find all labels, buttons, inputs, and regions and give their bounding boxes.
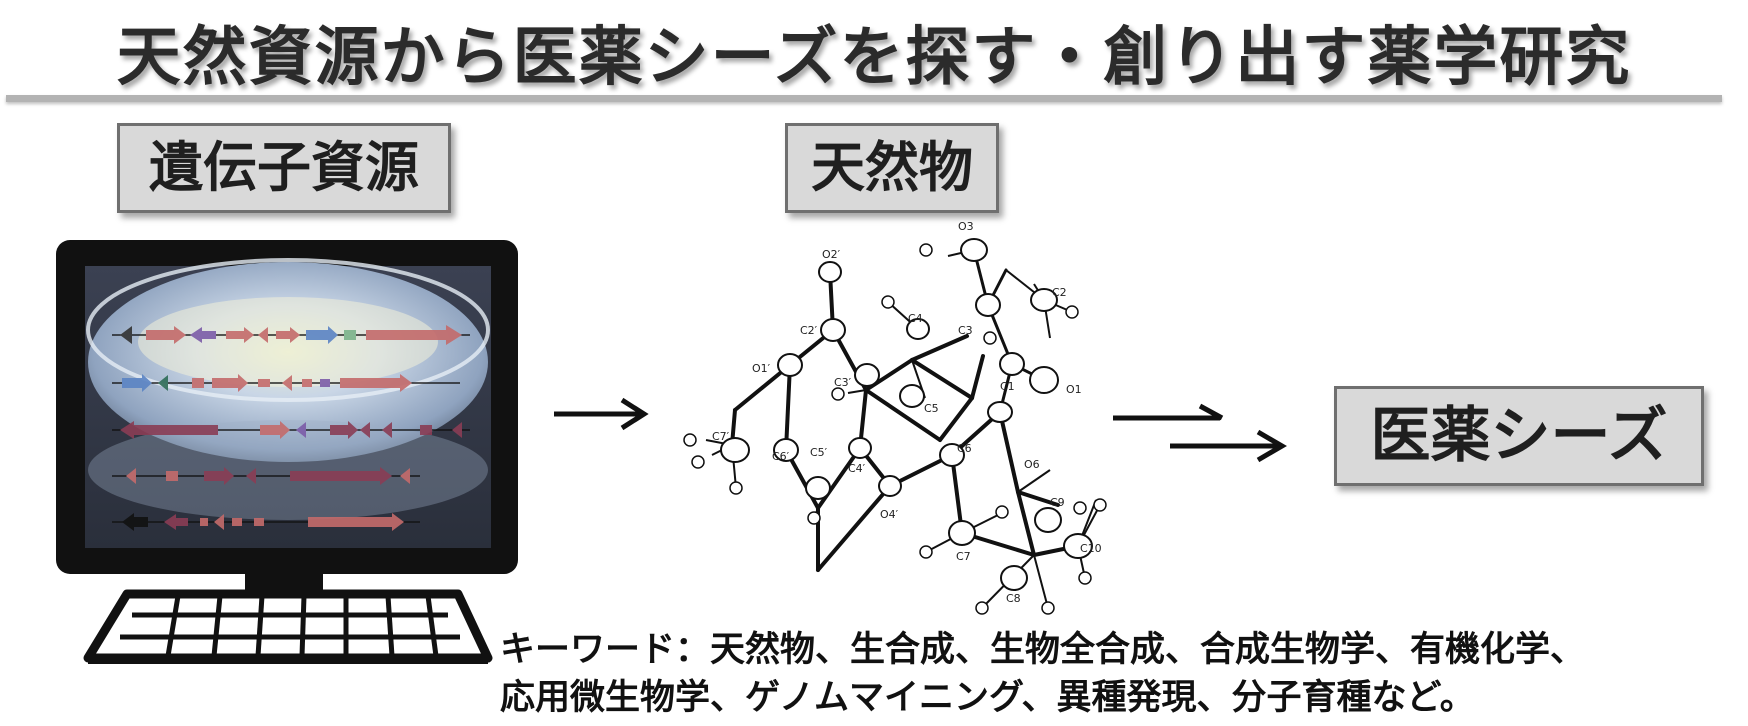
- atom-label-O4p: O4′: [880, 508, 899, 521]
- atom-label-O2p: O2′: [822, 248, 841, 261]
- equilibrium-arrows-icon: [1113, 403, 1287, 463]
- keywords-line-1: キーワード：天然物、生合成、生物全合成、合成生物学、有機化学、: [500, 630, 1586, 670]
- genetic-resources-box: 遺伝子資源: [117, 123, 451, 213]
- atom-label-C5: C5: [924, 402, 939, 415]
- atom-label-C10: C10: [1080, 542, 1102, 555]
- atom-ellipsoids: [720, 238, 1093, 591]
- natural-products-box: 天然物: [785, 123, 999, 213]
- atom-label-C4: C4: [908, 312, 923, 325]
- atom-label-C8: C8: [1006, 592, 1021, 605]
- keywords-line-2: 応用微生物学、ゲノムマイニング、異種発現、分子育種など。: [500, 678, 1475, 718]
- atom-labels: O3 O2′ C2 C2′ C4 C3 O1′ C3′ C1 O1 C5 C7′…: [712, 220, 1102, 605]
- atom-label-C7: C7: [956, 550, 971, 563]
- hydrogen-atoms: [683, 243, 1107, 615]
- atom-label-C2p: C2′: [800, 324, 818, 337]
- atom-label-C5p: C5′: [810, 446, 828, 459]
- atom-label-C4p: C4′: [848, 462, 866, 475]
- atom-label-C6p: C6′: [772, 450, 790, 463]
- atom-label-C1: C1: [1000, 380, 1015, 393]
- atom-label-C3: C3: [958, 324, 973, 337]
- atom-label-O3: O3: [958, 220, 974, 233]
- drug-seeds-box: 医薬シーズ: [1334, 386, 1704, 486]
- atom-label-C9: C9: [1050, 496, 1065, 509]
- gene-cluster-arrows: [112, 325, 470, 531]
- atom-label-O6: O6: [1024, 458, 1040, 471]
- atom-label-O1: O1: [1066, 383, 1082, 396]
- atom-label-C6: C6: [957, 442, 972, 455]
- atom-label-O1p: O1′: [752, 362, 771, 375]
- arrow-right-icon: [554, 397, 649, 431]
- keyboard-icon: [83, 589, 493, 664]
- page-title: 天然資源から医薬シーズを探す・創り出す薬学研究: [116, 21, 1632, 95]
- keywords-text: キーワード：天然物、生合成、生物全合成、合成生物学、有機化学、 応用微生物学、ゲ…: [500, 626, 1748, 722]
- title-underline: [6, 95, 1722, 102]
- atom-label-C2: C2: [1052, 286, 1067, 299]
- atom-label-C3p: C3′: [834, 376, 852, 389]
- atom-label-C7p: C7′: [712, 430, 730, 443]
